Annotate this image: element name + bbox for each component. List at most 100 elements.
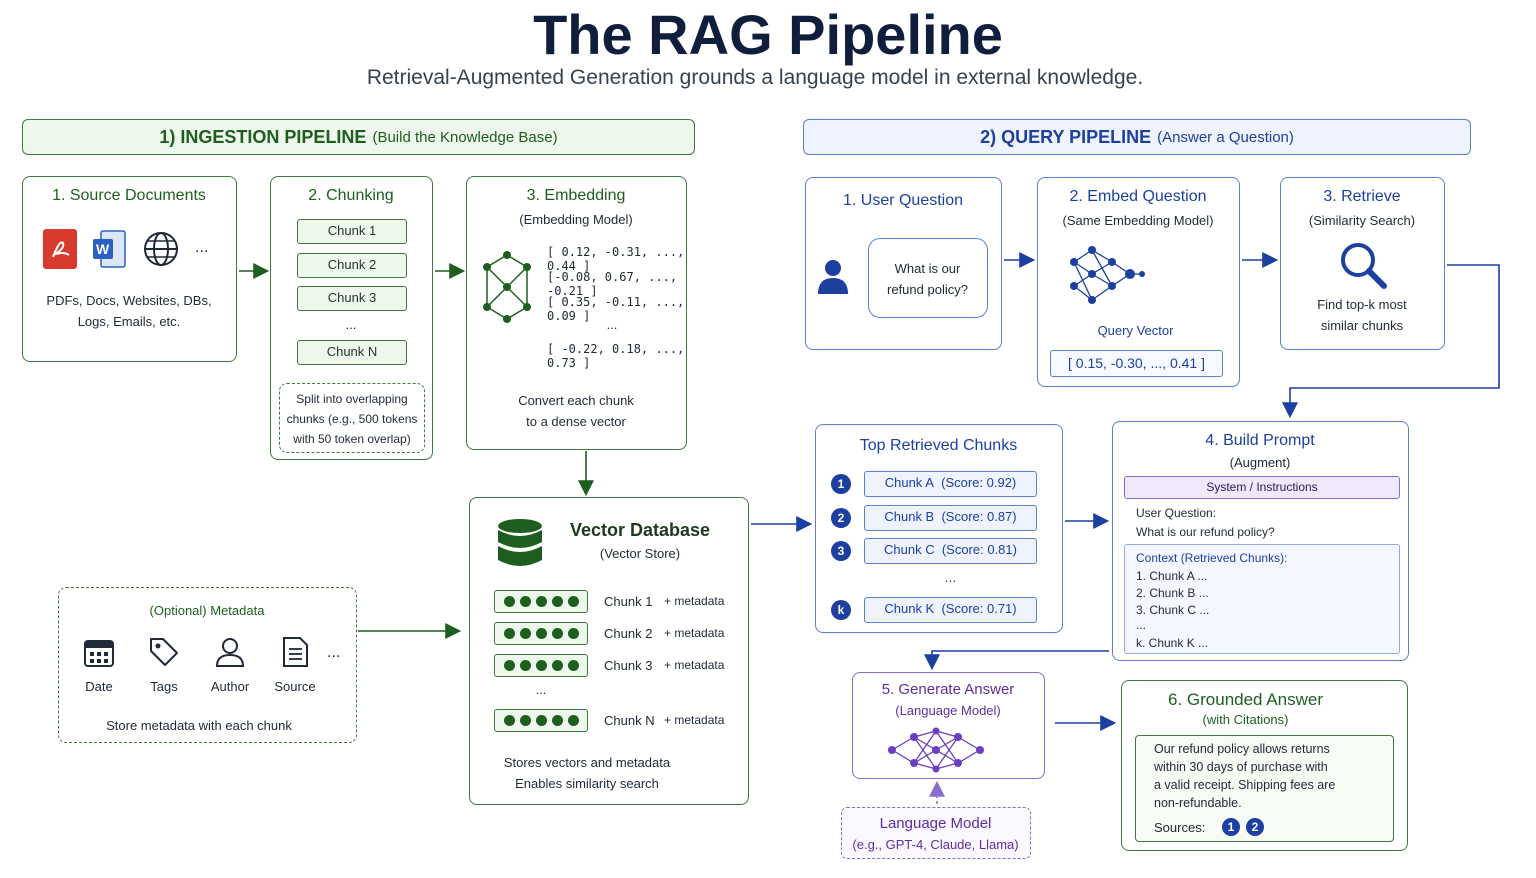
user-question-box: 1. User Question What is our refund poli… [805, 177, 1002, 350]
vector-row-chunk-last: Chunk N [604, 713, 655, 728]
grounded-answer-subtitle: (with Citations) [1202, 712, 1289, 727]
metadata-item-label: Date [85, 679, 113, 694]
chunk-item: Chunk 3 [297, 286, 407, 311]
query-vector-label: Query Vector [1097, 323, 1174, 338]
context-ellipsis: ... [1136, 618, 1147, 632]
language-model-title: Language Model [879, 815, 992, 832]
ingestion-banner: 1) INGESTION PIPELINE (Build the Knowled… [22, 119, 695, 155]
rank-badge: 1 [831, 474, 851, 494]
vector-row-dots [494, 654, 588, 677]
calendar-icon [83, 636, 115, 668]
vector-row-chunk: Chunk 1 [604, 594, 653, 609]
context-label: Context (Retrieved Chunks): [1136, 551, 1288, 565]
embedding-title: 3. Embedding [526, 187, 626, 204]
chunking-note-line3: with 50 token overlap) [293, 432, 411, 446]
answer-line: within 30 days of purchase with [1154, 760, 1328, 774]
build-prompt-box: 4. Build Prompt (Augment) System / Instr… [1112, 421, 1409, 661]
context-item-last: k. Chunk K ... [1136, 636, 1209, 650]
search-icon [1338, 240, 1388, 290]
chunk-item: Chunk 2 [297, 253, 407, 278]
generate-answer-title: 5. Generate Answer [881, 681, 1015, 698]
chunking-note-line1: Split into overlapping [296, 392, 408, 406]
page-subtitle: Retrieval-Augmented Generation grounds a… [366, 66, 1144, 89]
embedding-vector: [ 0.35, -0.11, ..., 0.09 ] [547, 295, 685, 323]
build-prompt-subtitle: (Augment) [1229, 455, 1291, 470]
chunk-item-last: Chunk N [297, 340, 407, 365]
metadata-item-label: Tags [150, 679, 178, 694]
metadata-title: (Optional) Metadata [149, 603, 265, 618]
retrieve-desc-line1: Find top-k most [1317, 297, 1407, 312]
language-model-network-icon [886, 727, 986, 773]
retrieve-box: 3. Retrieve (Similarity Search) Find top… [1280, 177, 1445, 350]
vector-row-chunk: Chunk 3 [604, 658, 653, 673]
chunking-box: 2. Chunking Chunk 1 Chunk 2 Chunk 3 ... … [270, 176, 433, 460]
prompt-uq-label: User Question: [1136, 506, 1217, 520]
vector-row-chunk: Chunk 2 [604, 626, 653, 641]
ingestion-banner-sub: (Build the Knowledge Base) [372, 128, 558, 146]
vector-row-meta: + metadata [664, 626, 725, 640]
pdf-icon [43, 229, 77, 269]
vector-row-meta-last: + metadata [664, 713, 725, 727]
user-question-title: 1. User Question [842, 192, 964, 209]
arrow-prompt-to-generate [924, 650, 1109, 671]
embedding-desc-line2: to a dense vector [526, 414, 626, 429]
neural-network-icon [479, 247, 535, 327]
vector-row-ellipsis: ... [535, 682, 547, 697]
retrieved-chunk: Chunk A (Score: 0.92) [864, 471, 1037, 497]
embedding-vector: [-0.08, 0.67, ..., -0.21 ] [547, 270, 678, 298]
context-item: 2. Chunk B ... [1136, 586, 1209, 600]
context-section: Context (Retrieved Chunks): 1. Chunk A .… [1124, 544, 1400, 654]
retrieved-chunk-score: (Score: 0.81) [941, 542, 1017, 557]
vector-row-dots [494, 590, 588, 613]
answer-line: a valid receipt. Shipping fees are [1154, 778, 1336, 792]
top-chunks-title: Top Retrieved Chunks [859, 437, 1018, 454]
chunking-note: Split into overlapping chunks (e.g., 500… [279, 383, 425, 453]
vector-db-desc-line1: Stores vectors and metadata [503, 755, 671, 770]
rank-badge: 2 [831, 508, 851, 528]
vector-row-dots [494, 709, 588, 732]
language-model-box: Language Model (e.g., GPT-4, Claude, Lla… [841, 807, 1031, 859]
retrieved-chunk-label: Chunk B [884, 509, 935, 524]
retrieve-title: 3. Retrieve [1323, 188, 1401, 205]
vector-database-title: Vector Database [569, 520, 711, 540]
word-icon: W [93, 229, 127, 269]
embedding-vector: [ 0.12, -0.31, ..., 0.44 ] [547, 245, 685, 273]
source-citation-badge[interactable]: 2 [1246, 818, 1264, 836]
context-item: 1. Chunk A ... [1136, 569, 1208, 583]
svg-text:W: W [96, 241, 110, 257]
chunk-item: Chunk 1 [297, 219, 407, 244]
source-desc-line1: PDFs, Docs, Websites, DBs, [46, 293, 212, 308]
context-item: 3. Chunk C ... [1136, 603, 1210, 617]
retrieved-chunk: Chunk C (Score: 0.81) [864, 538, 1037, 564]
retrieved-chunk-score: (Score: 0.92) [941, 475, 1017, 490]
globe-icon [143, 231, 179, 267]
bubble-line1: What is our [894, 261, 961, 276]
database-icon [496, 518, 544, 570]
source-desc-line2: Logs, Emails, etc. [77, 314, 181, 329]
retrieved-chunk-label: Chunk K [884, 601, 935, 616]
grounded-answer-title: 6. Grounded Answer [1168, 690, 1323, 709]
neural-network-icon [1068, 244, 1148, 314]
query-banner-label: 2) QUERY PIPELINE [980, 126, 1152, 147]
answer-line: non-refundable. [1154, 796, 1242, 810]
bubble-line2: refund policy? [887, 282, 968, 297]
author-icon [214, 636, 246, 668]
source-documents-box: 1. Source Documents W ... PDFs, Docs, We… [22, 176, 237, 362]
source-citation-badge[interactable]: 1 [1222, 818, 1240, 836]
retrieved-chunk-score: (Score: 0.71) [941, 601, 1017, 616]
chunking-title: 2. Chunking [308, 187, 394, 204]
embedding-subtitle: (Embedding Model) [519, 212, 633, 227]
retrieved-chunk: Chunk B (Score: 0.87) [864, 505, 1037, 531]
generate-answer-box: 5. Generate Answer (Language Model) [852, 672, 1045, 779]
retrieved-chunk-label: Chunk A [884, 475, 934, 490]
embedding-desc-line1: Convert each chunk [518, 393, 634, 408]
vector-row-meta: + metadata [664, 658, 725, 672]
chunk-ellipsis: ... [345, 317, 357, 332]
retrieved-chunk-score: (Score: 0.87) [941, 509, 1017, 524]
vector-db-desc-line2: Enables similarity search [515, 776, 659, 791]
embedding-vector-last: [ -0.22, 0.18, ..., 0.73 ] [547, 342, 685, 370]
chunking-note-line2: chunks (e.g., 500 tokens [286, 412, 418, 426]
language-model-subtitle: (e.g., GPT-4, Claude, Llama) [852, 837, 1019, 852]
query-banner: 2) QUERY PIPELINE (Answer a Question) [803, 119, 1471, 155]
vector-row-dots [494, 622, 588, 645]
